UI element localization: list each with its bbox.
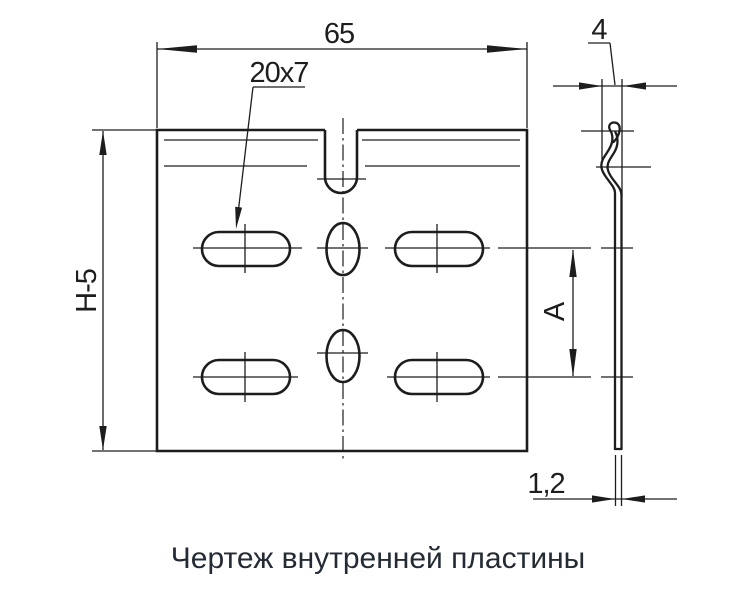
plate-outline — [155, 128, 529, 453]
side-view — [581, 121, 651, 451]
dimension-thickness: 1,2 — [527, 455, 677, 506]
hole-center-bottom — [325, 328, 361, 384]
leader-line — [609, 42, 616, 86]
arrowhead-left — [157, 45, 197, 53]
side-view-ticks — [581, 130, 651, 378]
dim-depth-label: 4 — [591, 14, 607, 46]
slot-size-callout: 20x7 — [235, 57, 309, 229]
slot-size-label: 20x7 — [250, 57, 309, 89]
dimension-clip-depth: 4 — [553, 14, 677, 196]
clip-profile-back — [606, 131, 623, 451]
dim-width-label: 65 — [324, 18, 354, 50]
arrowhead-up — [569, 249, 577, 277]
front-view — [155, 118, 591, 459]
dim-spacing-label: А — [539, 301, 571, 321]
arrowhead-right — [579, 82, 602, 90]
arrowhead-down — [99, 426, 107, 450]
clip-profile-front — [600, 121, 621, 451]
leader-arrowhead — [235, 206, 243, 229]
dim-thickness-label: 1,2 — [527, 468, 564, 500]
dimension-overall-width: 65 — [156, 18, 528, 128]
arrowhead-left — [622, 495, 645, 503]
dim-height-label: Н-5 — [71, 269, 103, 313]
arrowhead-down — [569, 349, 577, 377]
slot-centerlines — [193, 224, 591, 402]
arrowhead-up — [99, 131, 107, 155]
drawing-caption: Чертеж внутренней пластины — [171, 542, 585, 575]
slot-top-left — [200, 230, 292, 268]
arrowhead-right — [592, 495, 615, 503]
plate-notch — [323, 130, 359, 195]
slot-top-right — [393, 230, 485, 268]
hole-center-top — [325, 221, 361, 277]
leader-line — [236, 86, 254, 223]
arrowhead-right — [487, 45, 527, 53]
dimension-row-spacing: А — [539, 249, 577, 377]
arrowhead-left — [623, 82, 646, 90]
dimension-plate-height: Н-5 — [71, 129, 156, 452]
